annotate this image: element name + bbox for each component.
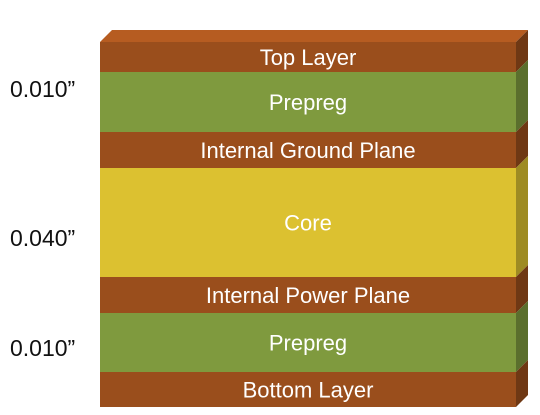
layer-5-prepreg-side xyxy=(516,301,528,372)
layer-0-top-layer-label: Top Layer xyxy=(260,45,357,70)
layer-4-internal-power-plane-label: Internal Power Plane xyxy=(206,283,410,308)
layer-2-internal-ground-plane-label: Internal Ground Plane xyxy=(200,138,415,163)
layer-0-top-layer-face xyxy=(100,42,516,72)
layer-4-internal-power-plane-side xyxy=(516,265,528,313)
layer-6-bottom-layer-side xyxy=(516,360,528,407)
layer-1-prepreg-label: Prepreg xyxy=(269,90,347,115)
thickness-label-prepreg-bottom: 0.010” xyxy=(10,335,76,361)
layer-1-prepreg-side xyxy=(516,60,528,132)
layer-6-bottom-layer-label: Bottom Layer xyxy=(243,378,374,403)
layer-0-top-layer-side xyxy=(516,30,528,72)
layer-4-internal-power-plane-face xyxy=(100,277,516,313)
thickness-label-core: 0.040” xyxy=(10,225,76,251)
layer-2-internal-ground-plane-face xyxy=(100,132,516,168)
stack-top-bevel xyxy=(100,30,528,42)
layer-3-core-face xyxy=(100,168,516,277)
layer-2-internal-ground-plane-side xyxy=(516,120,528,168)
layer-3-core-label: Core xyxy=(284,211,332,236)
layer-3-core-side xyxy=(516,156,528,277)
layer-6-bottom-layer-face xyxy=(100,372,516,407)
layer-5-prepreg-label: Prepreg xyxy=(269,331,347,356)
layer-5-prepreg-face xyxy=(100,313,516,372)
thickness-label-prepreg-top: 0.010” xyxy=(10,76,76,102)
layer-1-prepreg-face xyxy=(100,72,516,132)
